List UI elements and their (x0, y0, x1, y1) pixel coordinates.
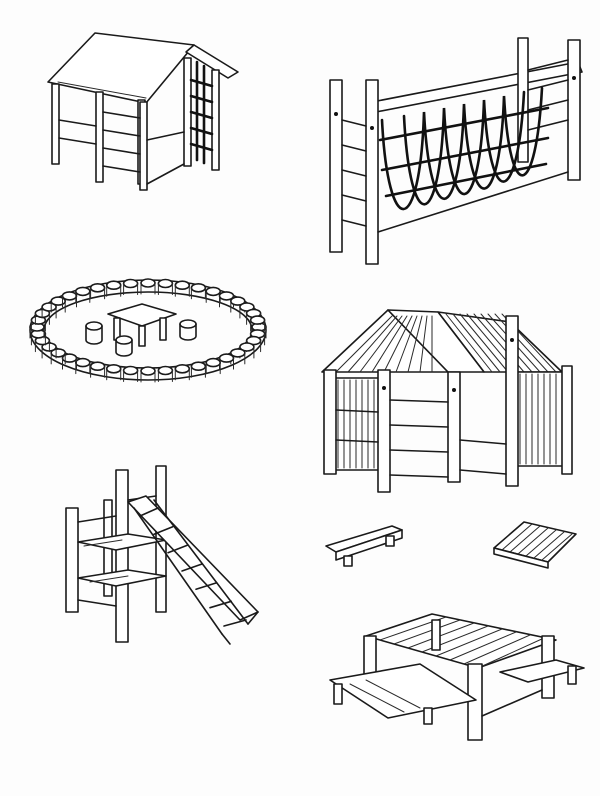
log-segment (174, 363, 191, 374)
log-segment (249, 315, 266, 325)
log-segment (75, 357, 91, 368)
log-segment (61, 291, 78, 301)
log-segment (157, 278, 174, 289)
log-segment (89, 282, 106, 293)
log-segment (205, 286, 221, 297)
log-segment (218, 353, 235, 363)
playhouse-with-rope-net-icon (47, 32, 239, 191)
log-segment (157, 365, 174, 376)
log-ring-sandpit-icon (29, 278, 267, 383)
log-segment (105, 280, 122, 291)
rope-net-frame-icon (329, 37, 583, 265)
log-segment (205, 357, 221, 368)
log-segment (89, 361, 106, 372)
slatted-pallet-icon (493, 521, 577, 569)
double-roof-tunnel-house-icon (321, 309, 573, 493)
log-segment (105, 363, 122, 374)
log-segment (140, 278, 156, 288)
log-segment (140, 366, 156, 376)
log-segment (174, 280, 191, 291)
picnic-table-with-benches-icon (329, 613, 585, 741)
log-segment (122, 278, 139, 289)
log-segment (190, 361, 207, 372)
small-bench-icon (325, 525, 403, 567)
log-segment (122, 365, 139, 376)
log-segment (75, 286, 91, 297)
log-segment (190, 282, 207, 293)
ladder-tower-icon (65, 465, 259, 645)
